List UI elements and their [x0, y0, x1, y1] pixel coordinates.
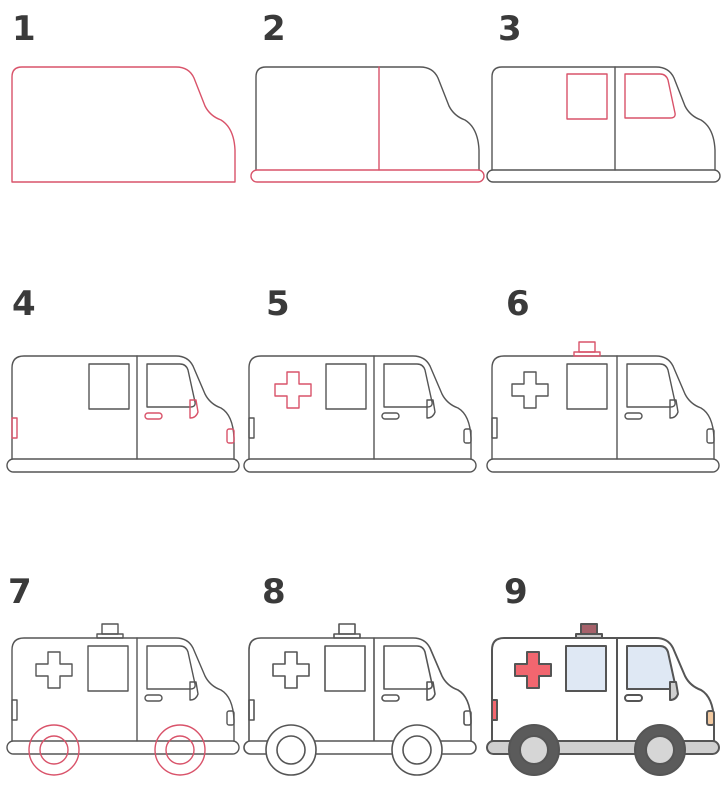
siren-base — [96, 633, 124, 639]
head-light — [226, 428, 235, 444]
siren-light — [101, 623, 119, 635]
step-8-drawing — [243, 623, 477, 776]
van-body-outline — [248, 637, 472, 742]
rear-light — [11, 699, 18, 721]
step-9-drawing — [486, 623, 720, 776]
rear-wheel-hub — [519, 735, 549, 765]
siren-base — [573, 351, 601, 357]
side-window — [88, 363, 130, 410]
front-window — [383, 645, 433, 690]
rear-light — [491, 699, 498, 721]
side-mirror — [669, 681, 679, 701]
medical-cross — [511, 371, 549, 409]
bumper-bar — [486, 169, 721, 183]
rear-wheel-hub — [276, 735, 306, 765]
side-window — [565, 645, 607, 692]
front-wheel-hub — [645, 735, 675, 765]
door-handle — [381, 694, 400, 702]
rear-wheel — [28, 724, 80, 776]
front-wheel-hub — [165, 735, 195, 765]
front-window — [624, 73, 676, 119]
front-window — [626, 363, 676, 408]
head-light — [463, 710, 472, 726]
door-handle — [624, 412, 643, 420]
head-light — [226, 710, 235, 726]
side-mirror — [426, 399, 436, 419]
rear-light — [248, 417, 255, 439]
bumper-bar — [6, 458, 240, 473]
door-handle — [144, 694, 163, 702]
siren-light — [338, 623, 356, 635]
medical-cross — [35, 651, 73, 689]
door-handle — [624, 694, 643, 702]
step-number-2: 2 — [262, 9, 286, 49]
van-body-outline — [11, 66, 236, 183]
step-number-1: 1 — [12, 9, 36, 49]
front-window — [146, 363, 196, 408]
door-handle — [144, 412, 163, 420]
step-2-drawing — [250, 66, 485, 183]
van-body-outline — [11, 637, 235, 742]
bumper-bar — [250, 169, 485, 183]
rear-light — [491, 417, 498, 439]
front-wheel — [154, 724, 206, 776]
bumper-bar — [6, 740, 240, 755]
step-number-9: 9 — [504, 572, 528, 612]
side-mirror — [189, 399, 199, 419]
front-window — [626, 645, 677, 690]
head-light — [706, 428, 715, 444]
door-handle — [381, 412, 400, 420]
van-body-outline — [491, 66, 716, 171]
van-body-outline — [255, 66, 480, 171]
bumper-bar — [243, 458, 477, 473]
step-6-drawing — [486, 341, 720, 473]
medical-cross — [514, 651, 552, 689]
step-number-3: 3 — [498, 9, 522, 49]
front-window — [383, 363, 433, 408]
siren-base — [575, 633, 603, 639]
van-body-outline — [248, 355, 472, 460]
step-3-drawing — [486, 66, 721, 183]
step-1-drawing — [11, 66, 236, 183]
rear-light — [248, 699, 255, 721]
front-window — [146, 645, 196, 690]
step-number-7: 7 — [8, 572, 32, 612]
medical-cross — [272, 651, 310, 689]
step-number-6: 6 — [506, 284, 530, 324]
van-body-outline — [11, 355, 235, 460]
side-window — [324, 645, 366, 692]
head-light — [463, 428, 472, 444]
medical-cross — [274, 371, 312, 409]
side-window — [566, 363, 608, 410]
rear-light — [11, 417, 18, 439]
van-body-outline — [491, 355, 715, 460]
step-7-drawing — [6, 623, 240, 776]
side-window — [566, 73, 608, 120]
siren-light — [580, 623, 598, 635]
step-number-4: 4 — [12, 284, 36, 324]
side-mirror — [189, 681, 199, 701]
siren-light — [578, 341, 596, 353]
siren-base — [333, 633, 361, 639]
side-window — [87, 645, 129, 692]
side-window — [325, 363, 367, 410]
step-number-5: 5 — [266, 284, 290, 324]
rear-wheel — [265, 724, 317, 776]
side-mirror — [669, 399, 679, 419]
side-mirror — [426, 681, 436, 701]
rear-wheel-hub — [39, 735, 69, 765]
front-wheel — [391, 724, 443, 776]
head-light — [706, 710, 715, 726]
step-4-drawing — [6, 355, 240, 473]
step-number-8: 8 — [262, 572, 286, 612]
bumper-bar — [486, 458, 720, 473]
step-5-drawing — [243, 355, 477, 473]
front-wheel-hub — [402, 735, 432, 765]
